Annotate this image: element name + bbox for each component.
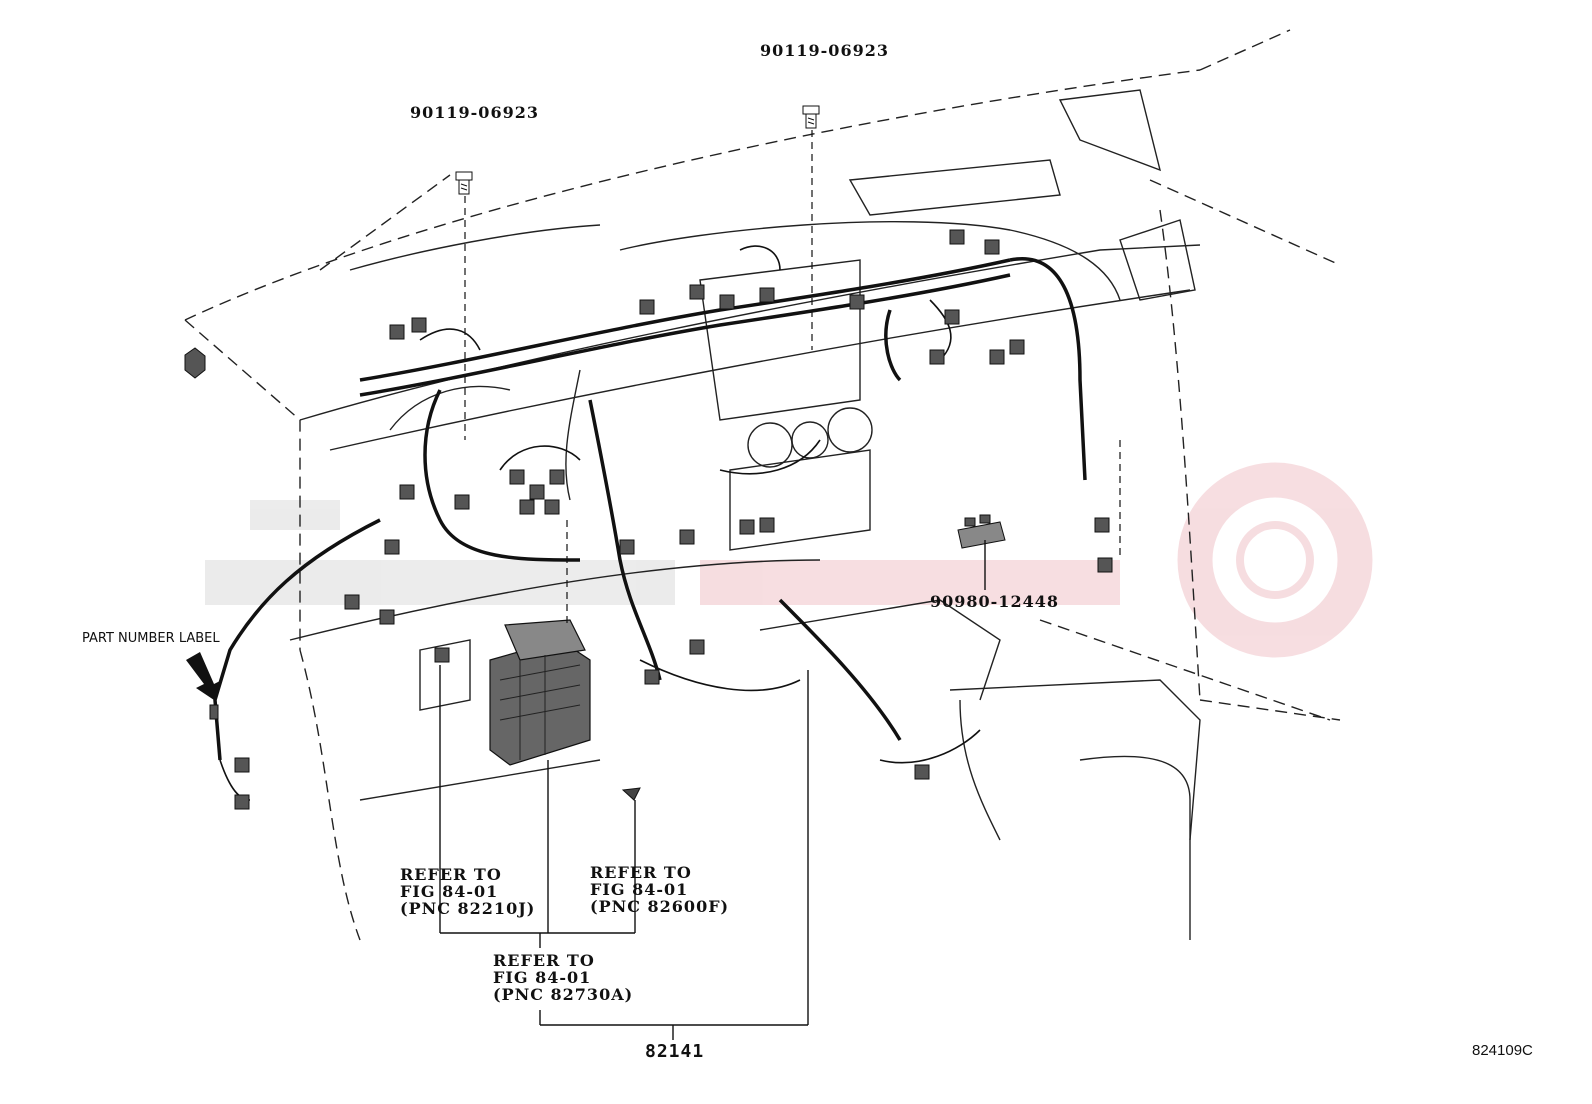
refer-note-a: REFER TO FIG 84-01 (PNC 82210J)	[400, 866, 535, 917]
bolt-right-icon	[802, 105, 820, 129]
refer-note-c: REFER TO FIG 84-01 (PNC 82730A)	[493, 952, 633, 1003]
callout-switch: 90980-12448	[930, 592, 1059, 611]
refer-note-b: REFER TO FIG 84-01 (PNC 82600F)	[590, 864, 729, 915]
callout-main-harness: 82141	[645, 1041, 705, 1062]
clip-icon	[621, 787, 641, 801]
callout-bolt-right: 90119-06923	[760, 41, 889, 60]
arrow-icon	[186, 652, 222, 700]
center-console	[389, 369, 873, 551]
refer-c-line1: REFER TO	[493, 951, 595, 970]
watermark-logo	[205, 462, 1373, 658]
refer-a-line3: (PNC 82210J)	[400, 899, 536, 918]
refer-b-line2: FIG 84-01	[590, 880, 689, 899]
vehicle-body-outline	[184, 29, 1341, 941]
junction-block	[489, 619, 591, 766]
refer-a-line1: REFER TO	[400, 865, 502, 884]
callout-bolt-left: 90119-06923	[410, 103, 539, 122]
leader-lines-dashed	[464, 130, 1121, 625]
wire-harness-82141	[213, 257, 1087, 761]
refer-b-line1: REFER TO	[590, 863, 692, 882]
bolt-left-icon	[455, 171, 473, 195]
wire-branches	[219, 245, 981, 801]
dashboard-outline	[289, 89, 1201, 940]
switch-90980-12448	[957, 514, 1006, 549]
part-number-label-text: PART NUMBER LABEL	[82, 631, 220, 646]
refer-c-line3: (PNC 82730A)	[493, 985, 634, 1004]
connectors	[184, 229, 1113, 810]
figure-code: 824109C	[1472, 1042, 1533, 1059]
refer-c-line2: FIG 84-01	[493, 968, 592, 987]
refer-a-line2: FIG 84-01	[400, 882, 499, 901]
leader-lines-solid	[439, 540, 986, 1040]
refer-b-line3: (PNC 82600F)	[590, 897, 730, 916]
